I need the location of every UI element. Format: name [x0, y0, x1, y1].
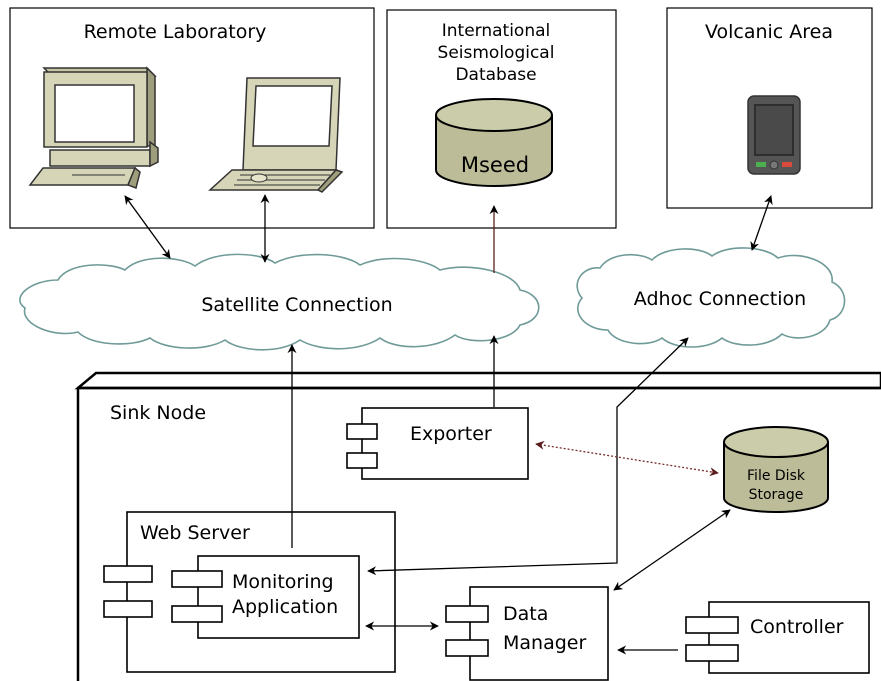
- remote-laboratory-box: Remote Laboratory: [9, 7, 375, 229]
- controller-component: Controller: [685, 601, 870, 674]
- file-disk-storage-line2: Storage: [749, 487, 804, 503]
- satellite-connection-cloud: Satellite Connection: [19, 253, 540, 351]
- arrow-desktop-satellite: [124, 195, 171, 259]
- monitoring-application-component: Monitoring Application: [171, 555, 360, 639]
- arrow-datamanager-storage: [613, 509, 731, 591]
- component-icon: [346, 423, 378, 440]
- arrow-volcanic-adhoc: [750, 195, 773, 251]
- database-title-line3: Database: [455, 65, 536, 85]
- laptop-icon: [208, 77, 344, 193]
- web-server-label: Web Server: [140, 522, 250, 544]
- volcanic-area-box: Volcanic Area: [666, 7, 873, 209]
- component-icon: [171, 605, 223, 623]
- component-icon: [445, 639, 489, 657]
- component-icon: [685, 644, 739, 662]
- remote-laboratory-title: Remote Laboratory: [84, 21, 267, 43]
- volcanic-area-title: Volcanic Area: [705, 21, 833, 43]
- sink-node-title: Sink Node: [110, 402, 206, 424]
- satellite-connection-label: Satellite Connection: [201, 294, 392, 316]
- database-title-line1: International: [442, 21, 551, 41]
- pda-device-icon: [747, 95, 801, 175]
- database-box: International Seismological Database Mse…: [386, 9, 617, 229]
- monitoring-application-line1: Monitoring: [232, 571, 334, 593]
- data-manager-component: Data Manager: [445, 586, 609, 681]
- data-manager-line2: Manager: [503, 632, 586, 654]
- file-disk-storage-line1: File Disk: [747, 468, 806, 484]
- data-manager-line1: Data: [503, 603, 548, 625]
- component-icon: [685, 616, 739, 634]
- database-cylinder-label: Mseed: [461, 153, 529, 177]
- component-icon: [103, 600, 153, 618]
- component-icon: [171, 570, 223, 588]
- database-title-line2: Seismological: [438, 43, 555, 63]
- database-cylinder-icon: [435, 98, 553, 187]
- connection-arrows: [124, 194, 773, 655]
- arrow-exporter-storage: [535, 440, 719, 477]
- exporter-label: Exporter: [410, 423, 492, 445]
- component-icon: [103, 565, 153, 583]
- file-disk-storage: File Disk Storage: [723, 426, 829, 513]
- monitoring-application-line2: Application: [232, 596, 338, 618]
- adhoc-connection-label: Adhoc Connection: [634, 288, 806, 310]
- component-icon: [346, 452, 378, 469]
- desktop-computer-icon: [28, 66, 159, 189]
- component-icon: [445, 605, 489, 623]
- controller-label: Controller: [750, 616, 844, 638]
- arrow-monitoring-adhoc: [367, 337, 689, 576]
- exporter-component: Exporter: [346, 407, 529, 480]
- adhoc-connection-cloud: Adhoc Connection: [576, 247, 846, 348]
